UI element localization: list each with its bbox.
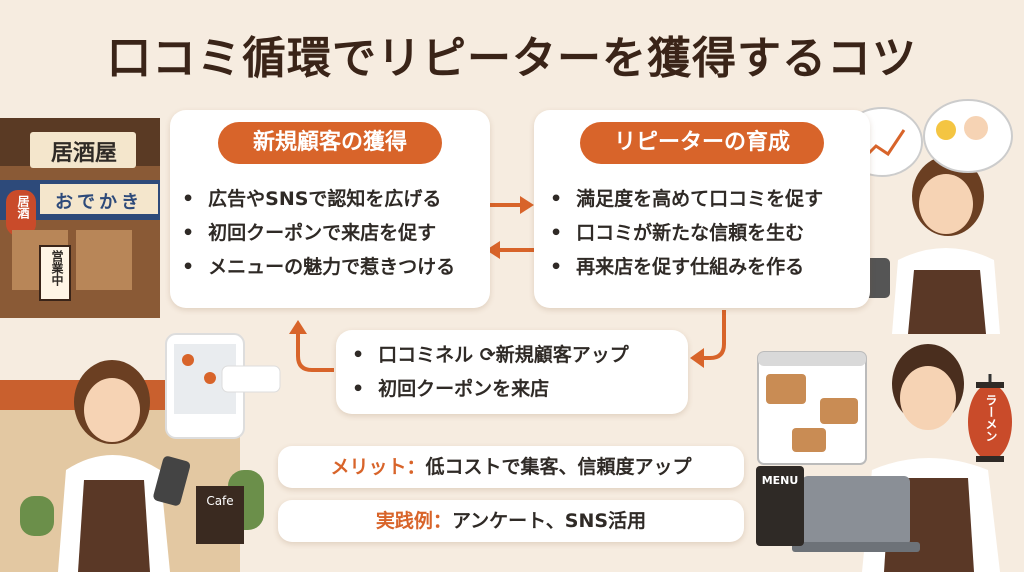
practice-label: 実践例： [375,510,452,532]
new-customers-list: 広告やSNSで認知を広げる 初回クーポンで来店を促す メニューの魅力で惹きつける [182,182,455,284]
menu-sign: MENU [761,474,799,487]
new-customers-card: 新規顧客の獲得 広告やSNSで認知を広げる 初回クーポンで来店を促す メニューの… [170,110,490,308]
list-item: 初回クーポンで来店を促す [182,216,455,250]
menu-board [756,466,804,546]
staff-woman-right [864,156,1000,334]
list-item: メニューの魅力で惹きつける [182,250,455,284]
list-item: 満足度を高めて口コミを促す [550,182,823,216]
merit-label: メリット： [330,456,426,478]
list-item: 再来店を促す仕組みを作る [550,250,823,284]
list-item: 広告やSNSで認知を広げる [182,182,455,216]
review-browser [757,351,867,465]
cycle-list: 口コミネル ⟳新規顧客アップ 初回クーポンを来店 [352,338,629,406]
merit-text: 低コストで集客、信頼度アップ [425,456,692,478]
list-item: 口コミネル ⟳新規顧客アップ [352,338,629,372]
izakaya-storefront [0,118,160,318]
cycle-arrows [289,196,726,372]
map-phone [165,333,281,439]
repeaters-list: 満足度を高めて口コミを促す 口コミが新たな信頼を生む 再来店を促す仕組みを作る [550,182,823,284]
practice-text: アンケート、SNS活用 [451,510,647,532]
izakaya-sign: 居酒屋 [50,141,117,166]
list-item: 口コミが新たな信頼を生む [550,216,823,250]
open-sign: 営業中 [50,250,64,286]
page-title: 口コミ循環でリピーターを獲得するコツ [107,33,917,84]
ramen-lantern [968,374,1012,462]
repeaters-heading: リピーターの育成 [580,122,824,164]
lantern-sign: 居酒 [16,195,30,219]
repeaters-card: リピーターの育成 満足度を高めて口コミを促す 口コミが新たな信頼を生む 再来店を… [534,110,870,308]
staff-man-right [792,344,1000,572]
list-item: 初回クーポンを来店 [352,372,629,406]
cycle-card: 口コミネル ⟳新規顧客アップ 初回クーポンを来店 [336,330,688,414]
odekake-sign: おでかき [55,192,143,213]
cafe-sign: Cafe [206,494,234,508]
ramen-sign: ラーメン [984,394,998,442]
merit-note: メリット：低コストで集客、信頼度アップ [278,446,744,488]
practice-note: 実践例：アンケート、SNS活用 [278,500,744,542]
new-customers-heading: 新規顧客の獲得 [218,122,442,164]
staff-woman-left [58,360,191,572]
